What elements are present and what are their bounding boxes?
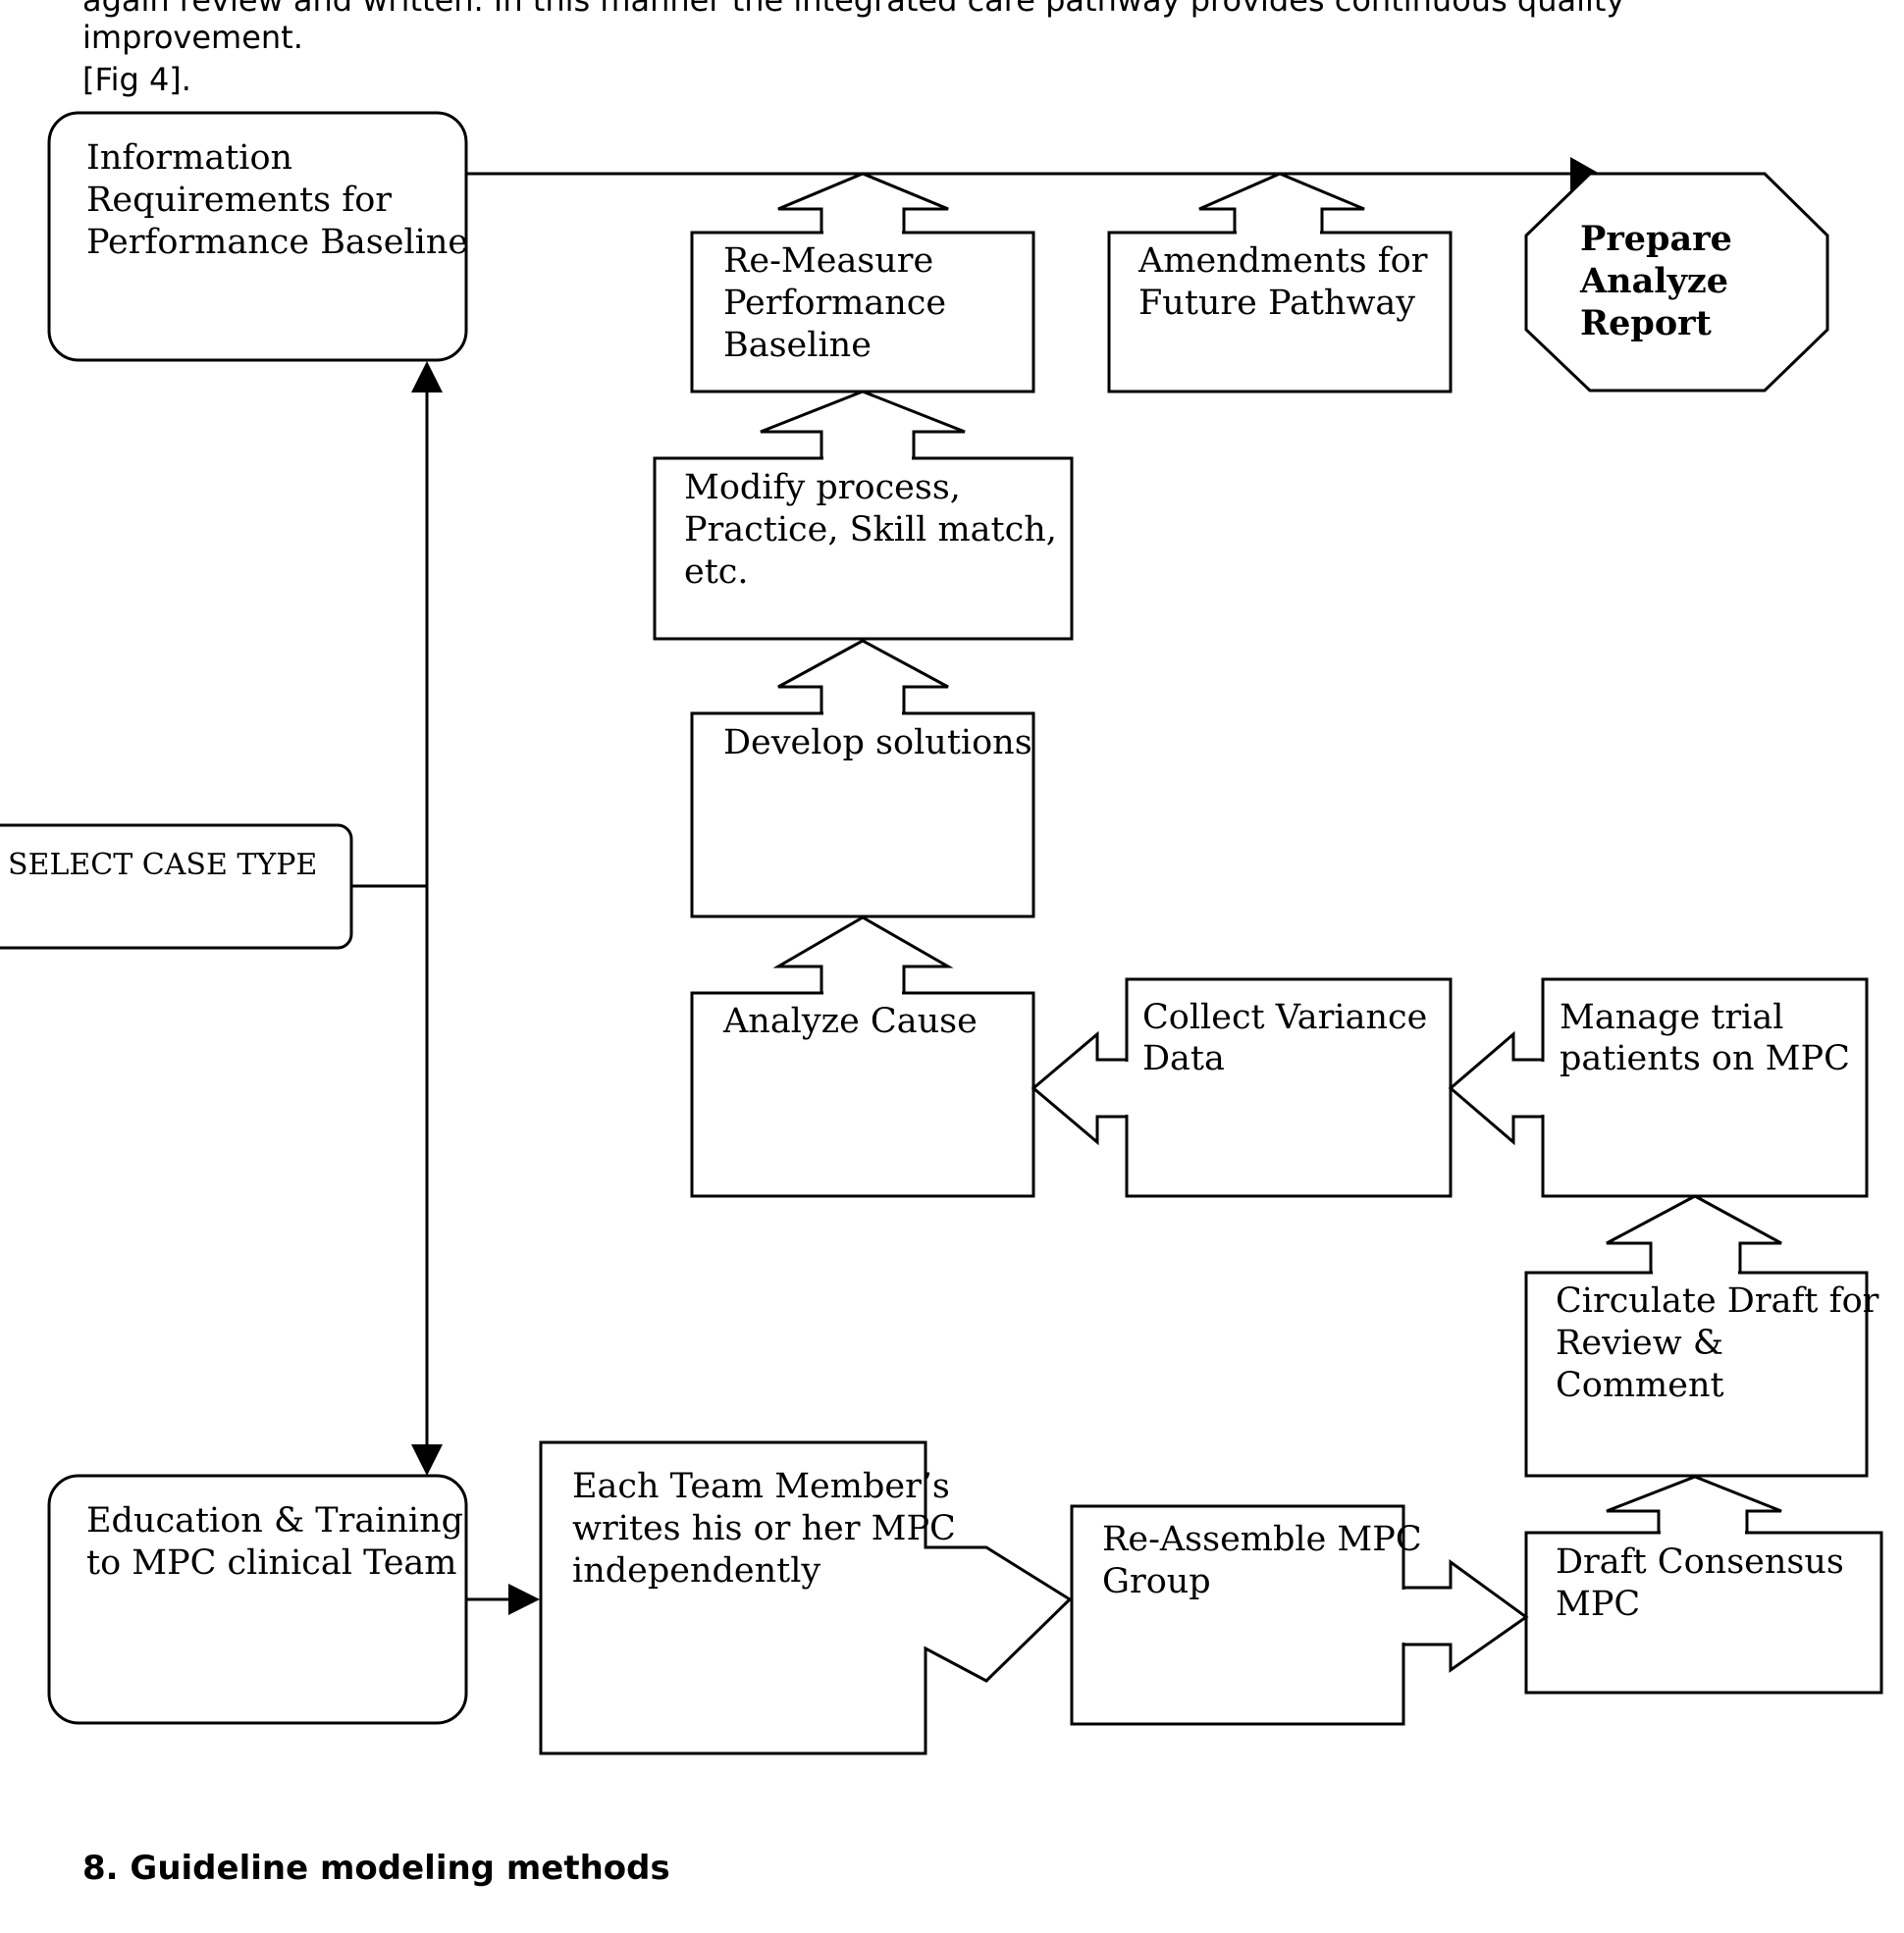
box-draft-consensus: [1524, 1531, 1883, 1695]
label-analyze-cause: Analyze Cause: [722, 1002, 978, 1041]
block-arrow-to-info-line-2: [1198, 172, 1365, 235]
box-manage-trial: [1541, 977, 1869, 1198]
label-amendments: Amendments for Future Pathway: [1137, 241, 1439, 323]
block-arrow-collect-to-analyze: [1031, 1030, 1129, 1146]
intro-paragraph-line-2: improvement.: [82, 19, 303, 56]
box-develop-solutions: [690, 711, 1035, 918]
label-prepare-report: Prepare Analyze Report: [1579, 219, 1744, 343]
section-heading: 8. Guideline modeling methods: [82, 1849, 670, 1888]
block-arrow-develop-to-modify: [777, 639, 949, 715]
label-modify-process: Modify process, Practice, Skill match, e…: [684, 468, 1068, 592]
label-re-measure: Re-Measure Performance Baseline: [723, 241, 957, 365]
arrowhead-to-report: [1570, 157, 1600, 190]
box-info-requirements: [47, 111, 468, 362]
label-re-assemble: Re-Assemble MPC Group: [1102, 1520, 1433, 1601]
figure-reference: [Fig 4].: [82, 61, 191, 98]
box-re-measure: [690, 231, 1035, 393]
label-collect-variance: Collect Variance Data: [1142, 998, 1438, 1078]
box-collect-variance: [1125, 977, 1453, 1198]
label-select-case-type: SELECT CASE TYPE: [8, 848, 317, 882]
block-arrow-analyze-to-develop: [772, 915, 954, 995]
label-develop-solutions: Develop solutions: [723, 723, 1032, 762]
label-manage-trial: Manage trial patients on MPC: [1560, 998, 1850, 1078]
box-modify-process: [653, 456, 1074, 641]
label-info-requirements: Information Requirements for Performance…: [86, 138, 468, 262]
label-education-training: Education & Training to MPC clinical Tea…: [86, 1501, 474, 1583]
label-each-team-member: Each Team Member’s writes his or her MPC…: [572, 1467, 967, 1591]
box-analyze-cause: [690, 991, 1035, 1198]
block-arrow-re-measure-up: [777, 172, 949, 235]
arrowhead-to-info-requirements: [411, 361, 443, 392]
box-education-training: [47, 1474, 468, 1725]
block-arrow-reassemble-to-consensus: [1402, 1559, 1529, 1673]
box-re-assemble: [1070, 1504, 1405, 1726]
arrowhead-to-education: [411, 1444, 443, 1476]
block-arrow-consensus-to-circulate: [1606, 1475, 1782, 1535]
box-amendments: [1107, 231, 1453, 393]
arrowhead-to-team-member: [508, 1584, 540, 1615]
box-select-case-type: [0, 823, 353, 950]
block-arrow-modify-to-re-measure: [760, 390, 966, 460]
box-each-team-member: [539, 1440, 1073, 1755]
intro-paragraph-line-1: again review and written. In this manner…: [82, 0, 1625, 19]
block-arrow-circulate-to-manage: [1606, 1194, 1782, 1275]
box-prepare-report: [1524, 172, 1829, 392]
label-draft-consensus: Draft Consensus MPC: [1556, 1542, 1855, 1624]
label-circulate-draft: Circulate Draft for Review & Comment: [1556, 1281, 1890, 1405]
box-circulate-draft: [1524, 1271, 1869, 1478]
block-arrow-manage-to-collect: [1448, 1030, 1545, 1146]
